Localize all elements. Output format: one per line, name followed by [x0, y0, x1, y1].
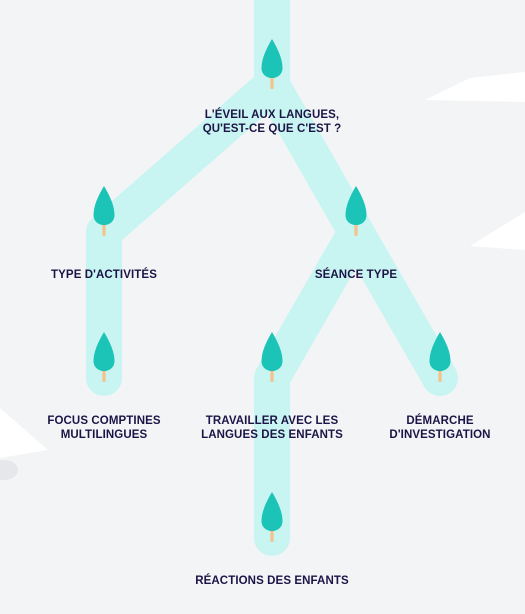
tree-crown: [261, 39, 283, 78]
tree-crown: [93, 332, 115, 371]
node-tree-reactions[interactable]: [252, 490, 292, 550]
node-label-demarche-line-2: D'INVESTIGATION: [389, 429, 491, 441]
node-label-comptines-line-1: FOCUS COMPTINES: [47, 415, 161, 427]
decor-blob-left: [0, 460, 18, 480]
tree-crown: [345, 186, 367, 225]
decor-shape-top-right: [425, 72, 525, 102]
node-label-activites-line-1: TYPE D'ACTIVITÉS: [51, 269, 157, 281]
node-label-langues-line-2: LANGUES DES ENFANTS: [201, 429, 343, 441]
node-label-activites[interactable]: TYPE D'ACTIVITÉS: [19, 268, 189, 282]
node-label-root[interactable]: L'ÉVEIL AUX LANGUES, QU'EST-CE QUE C'EST…: [187, 108, 357, 136]
tree-crown: [429, 332, 451, 371]
node-label-langues-line-1: TRAVAILLER AVEC LES: [205, 415, 339, 427]
node-label-seance-line-1: SÉANCE TYPE: [314, 269, 398, 281]
tree-crown: [261, 492, 283, 531]
tree-icon: [93, 332, 115, 382]
tree-icon: [261, 39, 283, 89]
node-label-comptines[interactable]: FOCUS COMPTINES MULTILINGUES: [19, 414, 189, 442]
node-tree-demarche[interactable]: [420, 330, 460, 390]
node-tree-comptines[interactable]: [84, 330, 124, 390]
node-label-demarche[interactable]: DÉMARCHE D'INVESTIGATION: [355, 414, 525, 442]
node-tree-langues[interactable]: [252, 330, 292, 390]
node-label-reactions[interactable]: RÉACTIONS DES ENFANTS: [187, 574, 357, 588]
tree-icon: [345, 186, 367, 236]
tree-icon: [429, 332, 451, 382]
decor-shape-left: [0, 408, 48, 458]
node-tree-root[interactable]: [252, 37, 292, 97]
tree-crown: [93, 186, 115, 225]
node-tree-activites[interactable]: [84, 184, 124, 244]
node-label-demarche-line-1: DÉMARCHE: [406, 415, 474, 427]
tree-icon: [93, 186, 115, 236]
node-label-langues[interactable]: TRAVAILLER AVEC LES LANGUES DES ENFANTS: [187, 414, 357, 442]
node-label-root-line-1: L'ÉVEIL AUX LANGUES,: [204, 109, 340, 121]
tree-icon: [261, 332, 283, 382]
node-label-reactions-line-1: RÉACTIONS DES ENFANTS: [195, 575, 349, 587]
node-label-comptines-line-2: MULTILINGUES: [60, 429, 148, 441]
node-label-root-line-2: QU'EST-CE QUE C'EST ?: [202, 123, 342, 135]
node-label-seance[interactable]: SÉANCE TYPE: [271, 268, 441, 282]
tree-icon: [261, 492, 283, 542]
node-tree-seance[interactable]: [336, 184, 376, 244]
decor-shape-mid-right: [470, 212, 525, 250]
tree-crown: [261, 332, 283, 371]
